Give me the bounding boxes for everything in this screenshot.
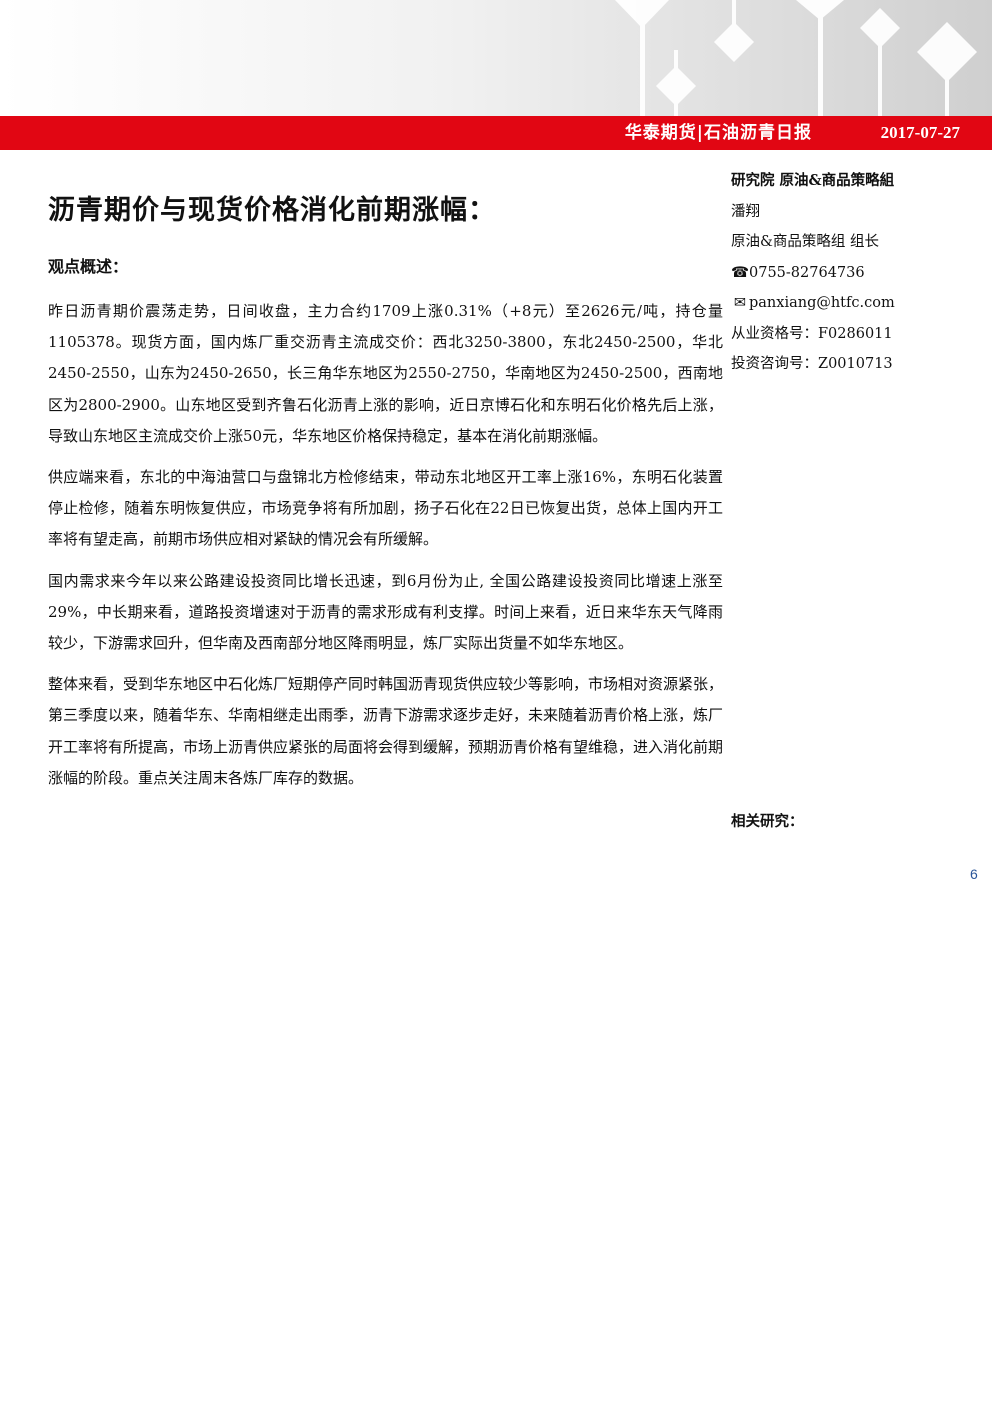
author-role: 原油&商品策略组 组长 [731, 234, 880, 250]
page-number: 6 [970, 866, 978, 882]
header-banner [0, 0, 992, 116]
email-line[interactable]: ✉panxiang@htfc.com [731, 288, 971, 319]
license-number: 从业资格号：F0286011 [731, 325, 893, 342]
paragraph: 昨日沥青期价震荡走势，日间收盘，主力合约1709上涨0.31%（+8元）至262… [48, 302, 723, 445]
phone-number: 0755-82764736 [749, 264, 865, 281]
author-sidebar: 研究院 原油&商品策略組 潘翔 原油&商品策略组 组长 ☎0755-827647… [731, 166, 971, 380]
email-address[interactable]: panxiang@htfc.com [749, 295, 895, 311]
article-body: 昨日沥青期价震荡走势，日间收盘，主力合约1709上涨0.31%（+8元）至262… [48, 296, 723, 804]
report-brand-title: 华泰期货|石油沥青日报 [624, 123, 812, 143]
header-decoration-icon [615, 0, 977, 116]
article-subtitle: 观点概述： [48, 257, 129, 276]
paragraph: 国内需求来今年以来公路建设投资同比增长迅速，到6月份为止, 全国公路建设投资同比… [48, 571, 723, 653]
related-research-label: 相关研究： [731, 813, 804, 830]
consult-number: 投资咨询号：Z0010713 [731, 356, 893, 372]
author-name: 潘翔 [731, 203, 760, 220]
article-title: 沥青期价与现货价格消化前期涨幅： [48, 195, 496, 226]
phone-line: ☎0755-82764736 [731, 258, 971, 289]
paragraph: 供应端来看，东北的中海油营口与盘锦北方检修结束，带动东北地区开工率上涨16%，东… [48, 468, 723, 549]
phone-icon: ☎ [731, 264, 750, 281]
report-date: 2017-07-27 [880, 123, 960, 142]
paragraph: 整体来看，受到华东地区中石化炼厂短期停产同时韩国沥青现货供应较少等影响，市场相对… [48, 675, 724, 787]
department: 研究院 原油&商品策略組 [731, 172, 895, 189]
envelope-icon: ✉ [733, 295, 747, 311]
header-red-bar: 华泰期货|石油沥青日报 2017-07-27 [0, 116, 992, 150]
